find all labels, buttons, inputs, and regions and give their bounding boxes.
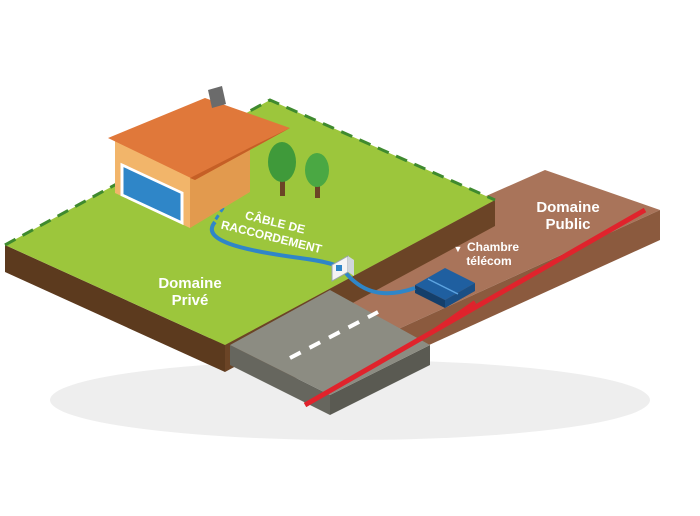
house (108, 86, 290, 228)
connection-box (331, 255, 354, 282)
domaine-public-label-2: Public (545, 216, 590, 233)
road-top (230, 290, 430, 395)
trees (268, 142, 329, 198)
red-cable-branch (433, 300, 477, 332)
red-cable-main (303, 207, 647, 408)
chamber-top (415, 268, 475, 300)
road-lane-markings (289, 310, 379, 360)
chamber-front-left (415, 285, 445, 308)
chambre-marker-icon: ▼ (454, 244, 463, 254)
blue-cable-underground (343, 270, 416, 296)
box-side (348, 256, 354, 276)
tree-trunk-1 (280, 178, 285, 196)
tree-2 (305, 153, 329, 187)
house-roof-side (190, 128, 290, 180)
tree-1 (268, 142, 296, 182)
house-side-wall (190, 140, 250, 228)
box-port (336, 265, 342, 271)
lawn-top (5, 100, 495, 345)
red-backbone-cable (303, 207, 647, 408)
road (230, 290, 430, 415)
road-side-left (230, 345, 330, 415)
chamber-lid-grid (427, 278, 459, 295)
road-side-right (330, 345, 430, 415)
domaine-prive-label: Domaine (158, 275, 221, 292)
domaine-prive-label-2: Privé (172, 292, 209, 309)
house-roof-front (108, 98, 290, 180)
chamber-front-right (445, 283, 475, 308)
tree-trunk-2 (315, 182, 320, 198)
lawn-side (5, 245, 225, 372)
lawn-boundary-dashes (4, 98, 496, 247)
domaine-public-label: Domaine (536, 199, 599, 216)
telecom-chamber (415, 268, 475, 308)
chambre-label: Chambre (467, 240, 519, 254)
house-window (120, 162, 184, 226)
house-chimney (208, 86, 226, 108)
chambre-label-2: télécom (466, 254, 511, 268)
